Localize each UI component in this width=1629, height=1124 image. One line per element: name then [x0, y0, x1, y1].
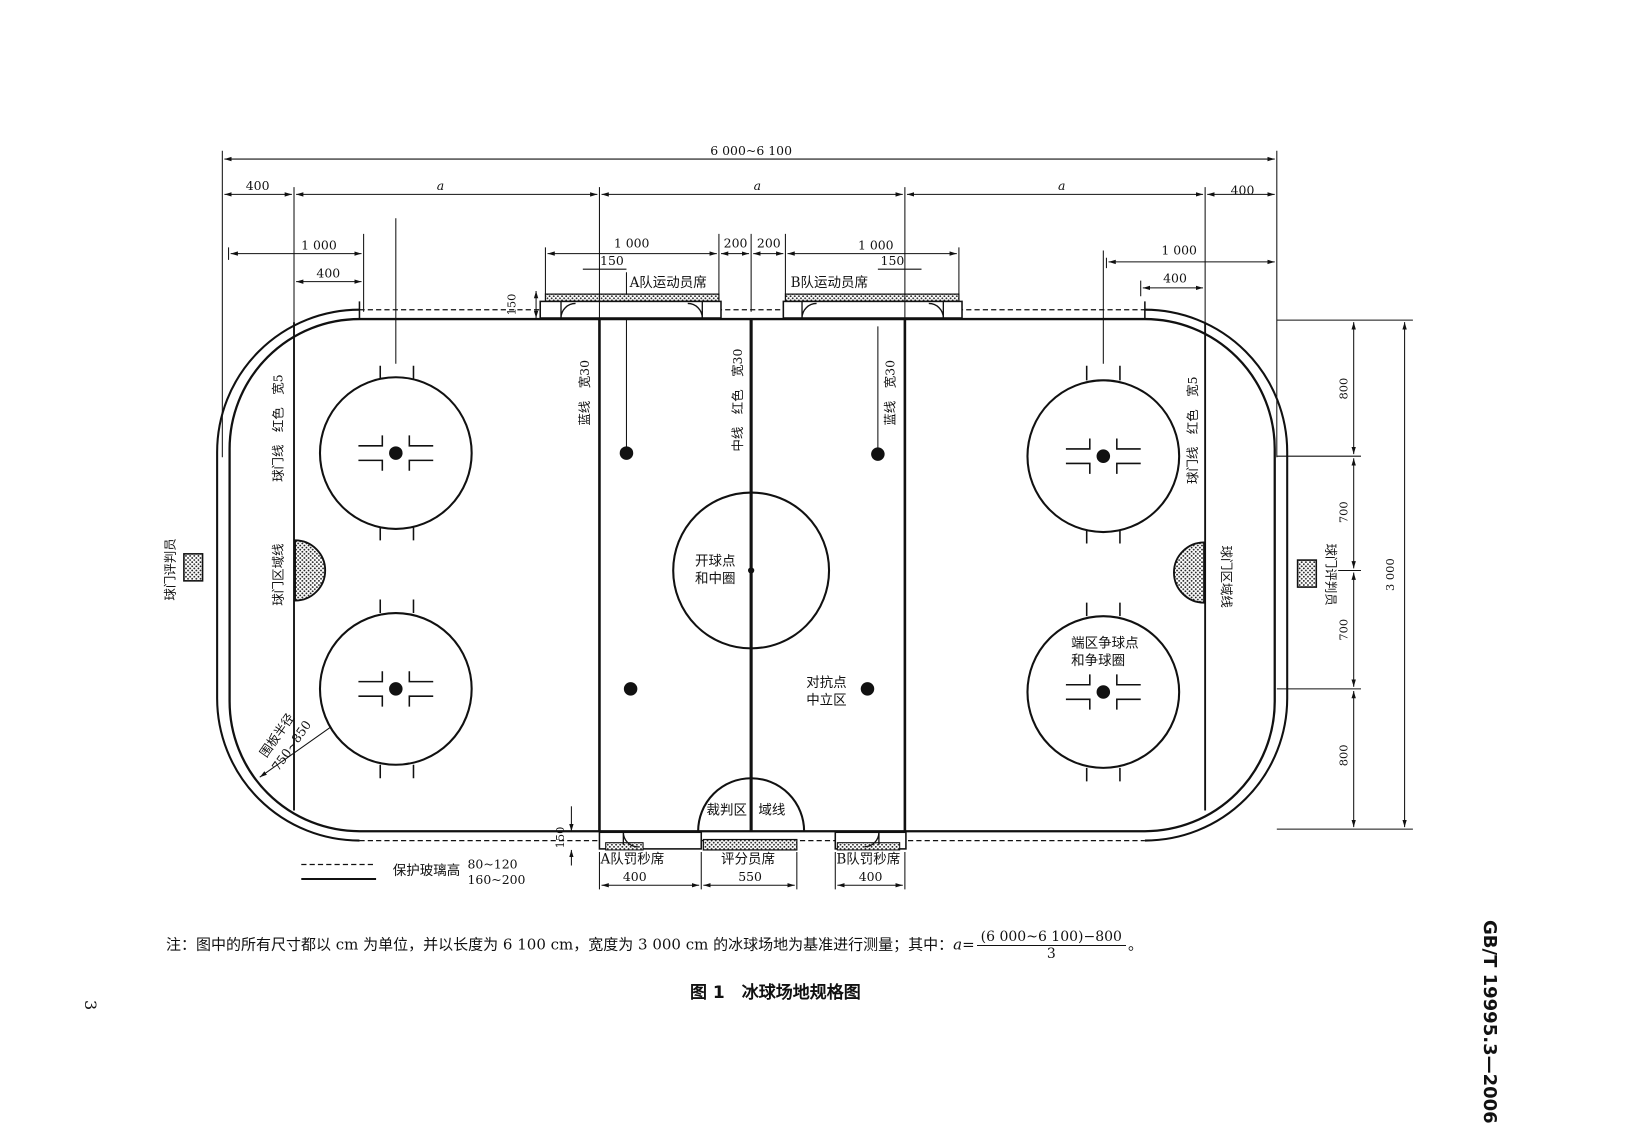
dim-label: 700: [1336, 501, 1350, 523]
footnote-prefix: 注：图中的所有尺寸都以 cm 为单位，并以长度为 6 100 cm，宽度为 3 …: [166, 935, 954, 954]
goal-crease-right: [1173, 541, 1206, 604]
neutral-spot-left-top: [619, 446, 634, 460]
referee-crease-label: 裁判区: [706, 803, 746, 819]
faceoff-circle-right-top: [1026, 365, 1181, 544]
fraction-denominator: 3: [1046, 946, 1056, 962]
zone-a-label: a: [437, 178, 444, 193]
blue-line-label-left: 蓝线 宽30: [577, 360, 592, 426]
penalty-box-a: [598, 831, 703, 851]
center-circle-label: 开球点: [695, 553, 736, 569]
dim-label: 400: [1163, 271, 1187, 286]
dim-label: 150: [881, 253, 905, 268]
legend-solid-value: 160~200: [468, 872, 526, 887]
footnote: 注：图中的所有尺寸都以 cm 为单位，并以长度为 6 100 cm，宽度为 3 …: [166, 929, 1143, 962]
center-circle-label: 和中圈: [695, 571, 736, 587]
goal-judge-label-left: 球门评判员: [163, 538, 178, 600]
footnote-var: a: [953, 935, 963, 954]
blue-line-label-right: 蓝线 宽30: [882, 360, 897, 426]
scorer-box: [702, 838, 798, 851]
dim-label: 150: [504, 294, 518, 316]
team-a-bench: [539, 293, 722, 319]
goal-judge-box-right: [1296, 559, 1318, 588]
dim-label: 800: [1336, 745, 1350, 767]
dim-label: 200: [757, 235, 781, 250]
goal-crease-label-left: 球门区域线: [271, 543, 286, 605]
zone-a-label: a: [1058, 178, 1065, 193]
penalty-a-label: A队罚秒席: [599, 851, 664, 867]
dim-label: 400: [316, 265, 340, 280]
dim-label: 200: [724, 235, 748, 250]
goal-line-label-left: 球门线 红色 宽5: [271, 374, 286, 482]
scorer-label: 评分员席: [721, 851, 775, 867]
legend-glass-label: 保护玻璃高: [393, 862, 461, 879]
figure-caption: 图 1 冰球场地规格图: [690, 983, 861, 1003]
rink-boards-outer: [216, 308, 360, 842]
center-line-label: 中线 红色 宽30: [730, 349, 745, 452]
center-spot: [748, 567, 755, 574]
page-number: 3: [81, 1000, 100, 1011]
footnote-suffix: 。: [1127, 935, 1143, 954]
team-b-bench-label: B队运动员席: [791, 275, 868, 291]
end-distance-left-label: 400: [246, 178, 270, 193]
dim-label: 1 000: [614, 235, 650, 250]
neutral-spot-left-bottom: [623, 682, 638, 696]
faceoff-circle-left-top: [318, 365, 473, 541]
goal-judge-label-right: 球门评判员: [1324, 543, 1339, 605]
dim-label: 1 000: [301, 237, 337, 252]
dim-label: 550: [738, 869, 762, 884]
rink-boards-inner: [228, 317, 1276, 833]
dim-label: 3 000: [1383, 558, 1397, 591]
dim-label: 1 000: [858, 237, 894, 252]
rink-boards-outer-right: [1144, 308, 1289, 842]
zone-a-label: a: [754, 178, 761, 193]
goal-judge-box-left: [183, 553, 204, 582]
neutral-spot-right-top: [871, 447, 885, 461]
fraction-numerator: (6 000~6 100)−800: [976, 929, 1126, 946]
goal-line-label-right: 球门线 红色 宽5: [1185, 376, 1200, 484]
referee-crease-label: 域线: [758, 803, 785, 819]
penalty-b-label: B队罚秒席: [836, 851, 900, 867]
footnote-eq: =: [962, 935, 975, 954]
end-zone-label: 端区争球点: [1071, 635, 1139, 651]
dim-label: 800: [1336, 378, 1350, 400]
faceoff-circle-right-bottom: [1026, 602, 1181, 782]
dimension-lines: [221, 150, 1413, 890]
neutral-zone-label: 对抗点: [806, 675, 846, 691]
legend-dashed-value: 80~120: [468, 857, 518, 872]
goal-crease-left: [294, 539, 327, 602]
team-b-bench: [782, 293, 963, 319]
dim-label: 150: [553, 827, 567, 849]
dim-label: 700: [1336, 619, 1350, 641]
neutral-spot-right-bottom: [860, 682, 875, 696]
end-distance-right-label: 400: [1231, 182, 1255, 197]
standard-id: GB/T 19995.3—2006: [1479, 920, 1500, 1124]
neutral-zone-label: 中立区: [806, 692, 846, 708]
overall-length-label: 6 000~6 100: [710, 143, 792, 158]
dim-label: 150: [600, 253, 624, 268]
dim-label: 400: [859, 869, 883, 884]
goal-crease-label-right: 球门区域线: [1219, 546, 1234, 608]
dim-label: 1 000: [1161, 243, 1197, 258]
dim-label: 400: [623, 869, 647, 884]
referee-crease: [697, 777, 806, 832]
center-circle: [672, 491, 831, 650]
penalty-box-b: [834, 831, 907, 851]
team-a-bench-label: A队运动员席: [629, 275, 707, 291]
faceoff-circle-left-bottom: [318, 599, 473, 779]
end-zone-label: 和争球圈: [1071, 653, 1125, 669]
